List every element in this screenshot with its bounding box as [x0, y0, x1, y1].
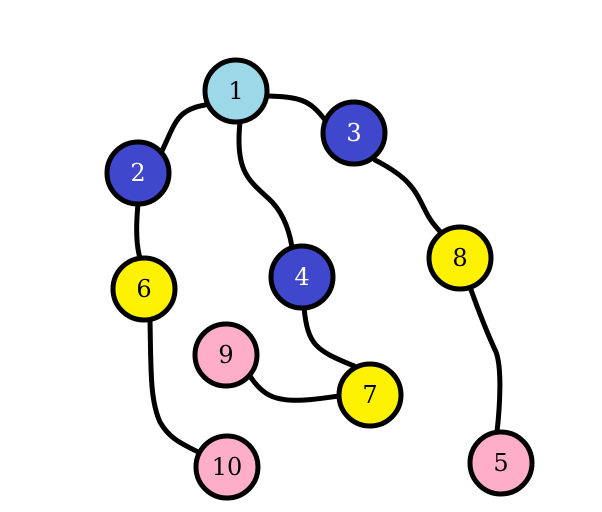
- node-4-label: 4: [294, 263, 309, 291]
- edge-6-10: [147, 317, 201, 455]
- node-5: 5: [467, 429, 535, 497]
- edge-9-7: [247, 373, 343, 403]
- node-7: 7: [336, 361, 404, 429]
- node-3-circle: [320, 99, 388, 167]
- edge-1-3: [265, 93, 328, 123]
- node-10-label: 10: [212, 453, 243, 481]
- node-7-label: 7: [362, 381, 377, 409]
- edge-2-6: [134, 201, 143, 261]
- node-8: 8: [426, 224, 494, 292]
- node-8-circle: [426, 224, 494, 292]
- edge-3-8: [372, 157, 448, 241]
- node-8-label: 8: [452, 244, 467, 272]
- edge-8-5: [467, 284, 503, 435]
- edge-1-4: [236, 119, 295, 250]
- node-5-label: 5: [493, 449, 508, 477]
- edges-layer: [134, 93, 503, 455]
- node-4-circle: [268, 243, 336, 311]
- node-10: 10: [193, 433, 261, 501]
- node-1: 1: [202, 57, 270, 125]
- node-3: 3: [320, 99, 388, 167]
- node-9: 9: [192, 321, 260, 389]
- edge-4-7: [301, 305, 357, 369]
- node-9-label: 9: [218, 341, 233, 369]
- node-1-label: 1: [228, 77, 243, 105]
- node-9-circle: [192, 321, 260, 389]
- node-2-label: 2: [130, 159, 145, 187]
- node-2-circle: [104, 139, 172, 207]
- node-6-circle: [110, 255, 178, 323]
- node-7-circle: [336, 361, 404, 429]
- nodes-layer: 1 2 3 4 5 6 7 8 9 10: [104, 57, 535, 501]
- node-3-label: 3: [346, 119, 361, 147]
- node-4: 4: [268, 243, 336, 311]
- node-6-label: 6: [136, 275, 151, 303]
- node-1-circle: [202, 57, 270, 125]
- node-5-circle: [467, 429, 535, 497]
- node-2: 2: [104, 139, 172, 207]
- node-10-circle: [193, 433, 261, 501]
- edge-1-2: [157, 102, 208, 158]
- node-6: 6: [110, 255, 178, 323]
